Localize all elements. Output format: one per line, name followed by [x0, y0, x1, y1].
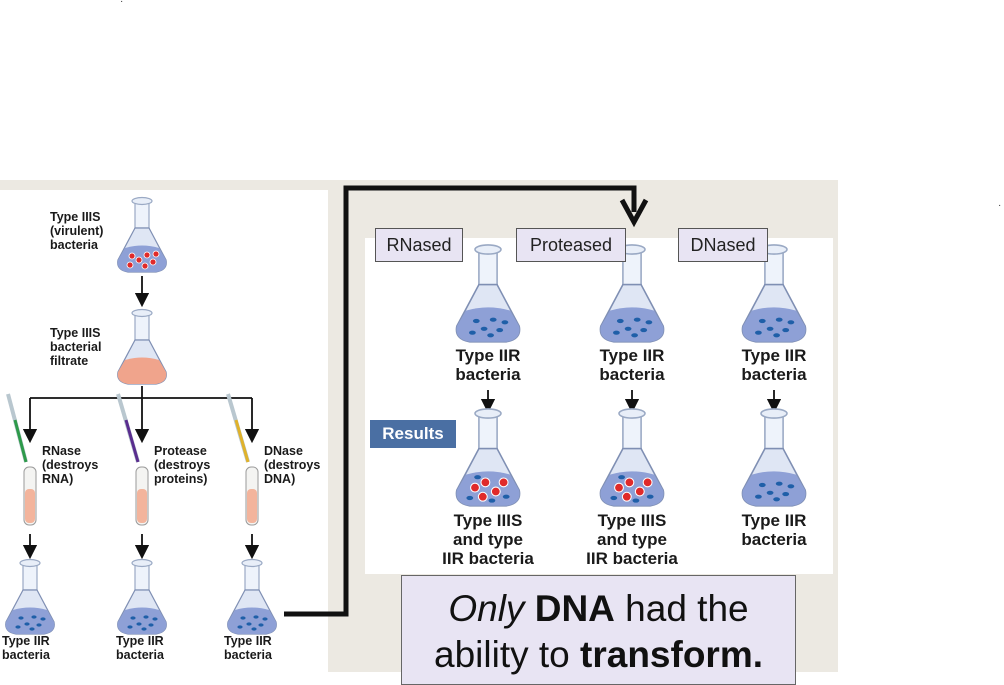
stray-dot-right: ·	[998, 200, 1002, 211]
flask-virulent	[117, 196, 167, 273]
right-arrows	[480, 390, 782, 414]
label-right-before-2: Type IIR bacteria	[599, 346, 665, 385]
flask-right-after-2	[599, 408, 665, 507]
flask-right-after-1	[455, 408, 521, 507]
label-right-after-3: Type IIR bacteria	[741, 511, 807, 550]
flask-left-result-2	[117, 558, 167, 635]
label-right-after-1: Type IIIS and type IIR bacteria	[442, 511, 534, 569]
flask-left-result-1	[5, 558, 55, 635]
conclusion-word-transform: transform.	[580, 634, 763, 675]
branch-arrows	[22, 386, 260, 444]
conclusion-box: Only DNA had the ability to transform.	[401, 575, 796, 685]
tag-rnased: RNased	[375, 228, 463, 262]
flask-right-after-3	[741, 408, 807, 507]
label-rnase: RNase (destroys RNA)	[42, 444, 99, 486]
label-right-before-1: Type IIR bacteria	[455, 346, 521, 385]
label-virulent: Type IIIS (virulent) bacteria	[50, 210, 104, 252]
conclusion-word-dna: DNA	[534, 588, 615, 629]
label-left-result-1: Type IIR bacteria	[2, 634, 50, 662]
tag-proteased: Proteased	[516, 228, 626, 262]
flask-filtrate	[117, 308, 167, 385]
flask-right-before-1	[455, 244, 521, 343]
label-left-result-3: Type IIR bacteria	[224, 634, 272, 662]
conclusion-word-only: Only	[448, 588, 525, 629]
label-filtrate: Type IIIS bacterial filtrate	[50, 326, 102, 368]
tube-protease	[135, 466, 149, 526]
conclusion-word-ability: ability to	[434, 634, 570, 675]
tag-dnased: DNased	[678, 228, 768, 262]
label-right-before-3: Type IIR bacteria	[741, 346, 807, 385]
results-label: Results	[370, 420, 456, 448]
stray-dot-top: ·	[120, 0, 124, 7]
label-protease: Protease (destroys proteins)	[154, 444, 211, 486]
connector-arrow	[284, 185, 637, 617]
tube-rnase	[23, 466, 37, 526]
flask-left-result-3	[227, 558, 277, 635]
right-results-panel	[365, 238, 833, 574]
tube-arrows	[22, 534, 260, 560]
conclusion-word-had: had the	[625, 588, 749, 629]
label-dnase: DNase (destroys DNA)	[264, 444, 321, 486]
label-left-result-2: Type IIR bacteria	[116, 634, 164, 662]
tube-dnase	[245, 466, 259, 526]
left-experiment-panel	[0, 190, 328, 672]
label-right-after-2: Type IIIS and type IIR bacteria	[586, 511, 678, 569]
